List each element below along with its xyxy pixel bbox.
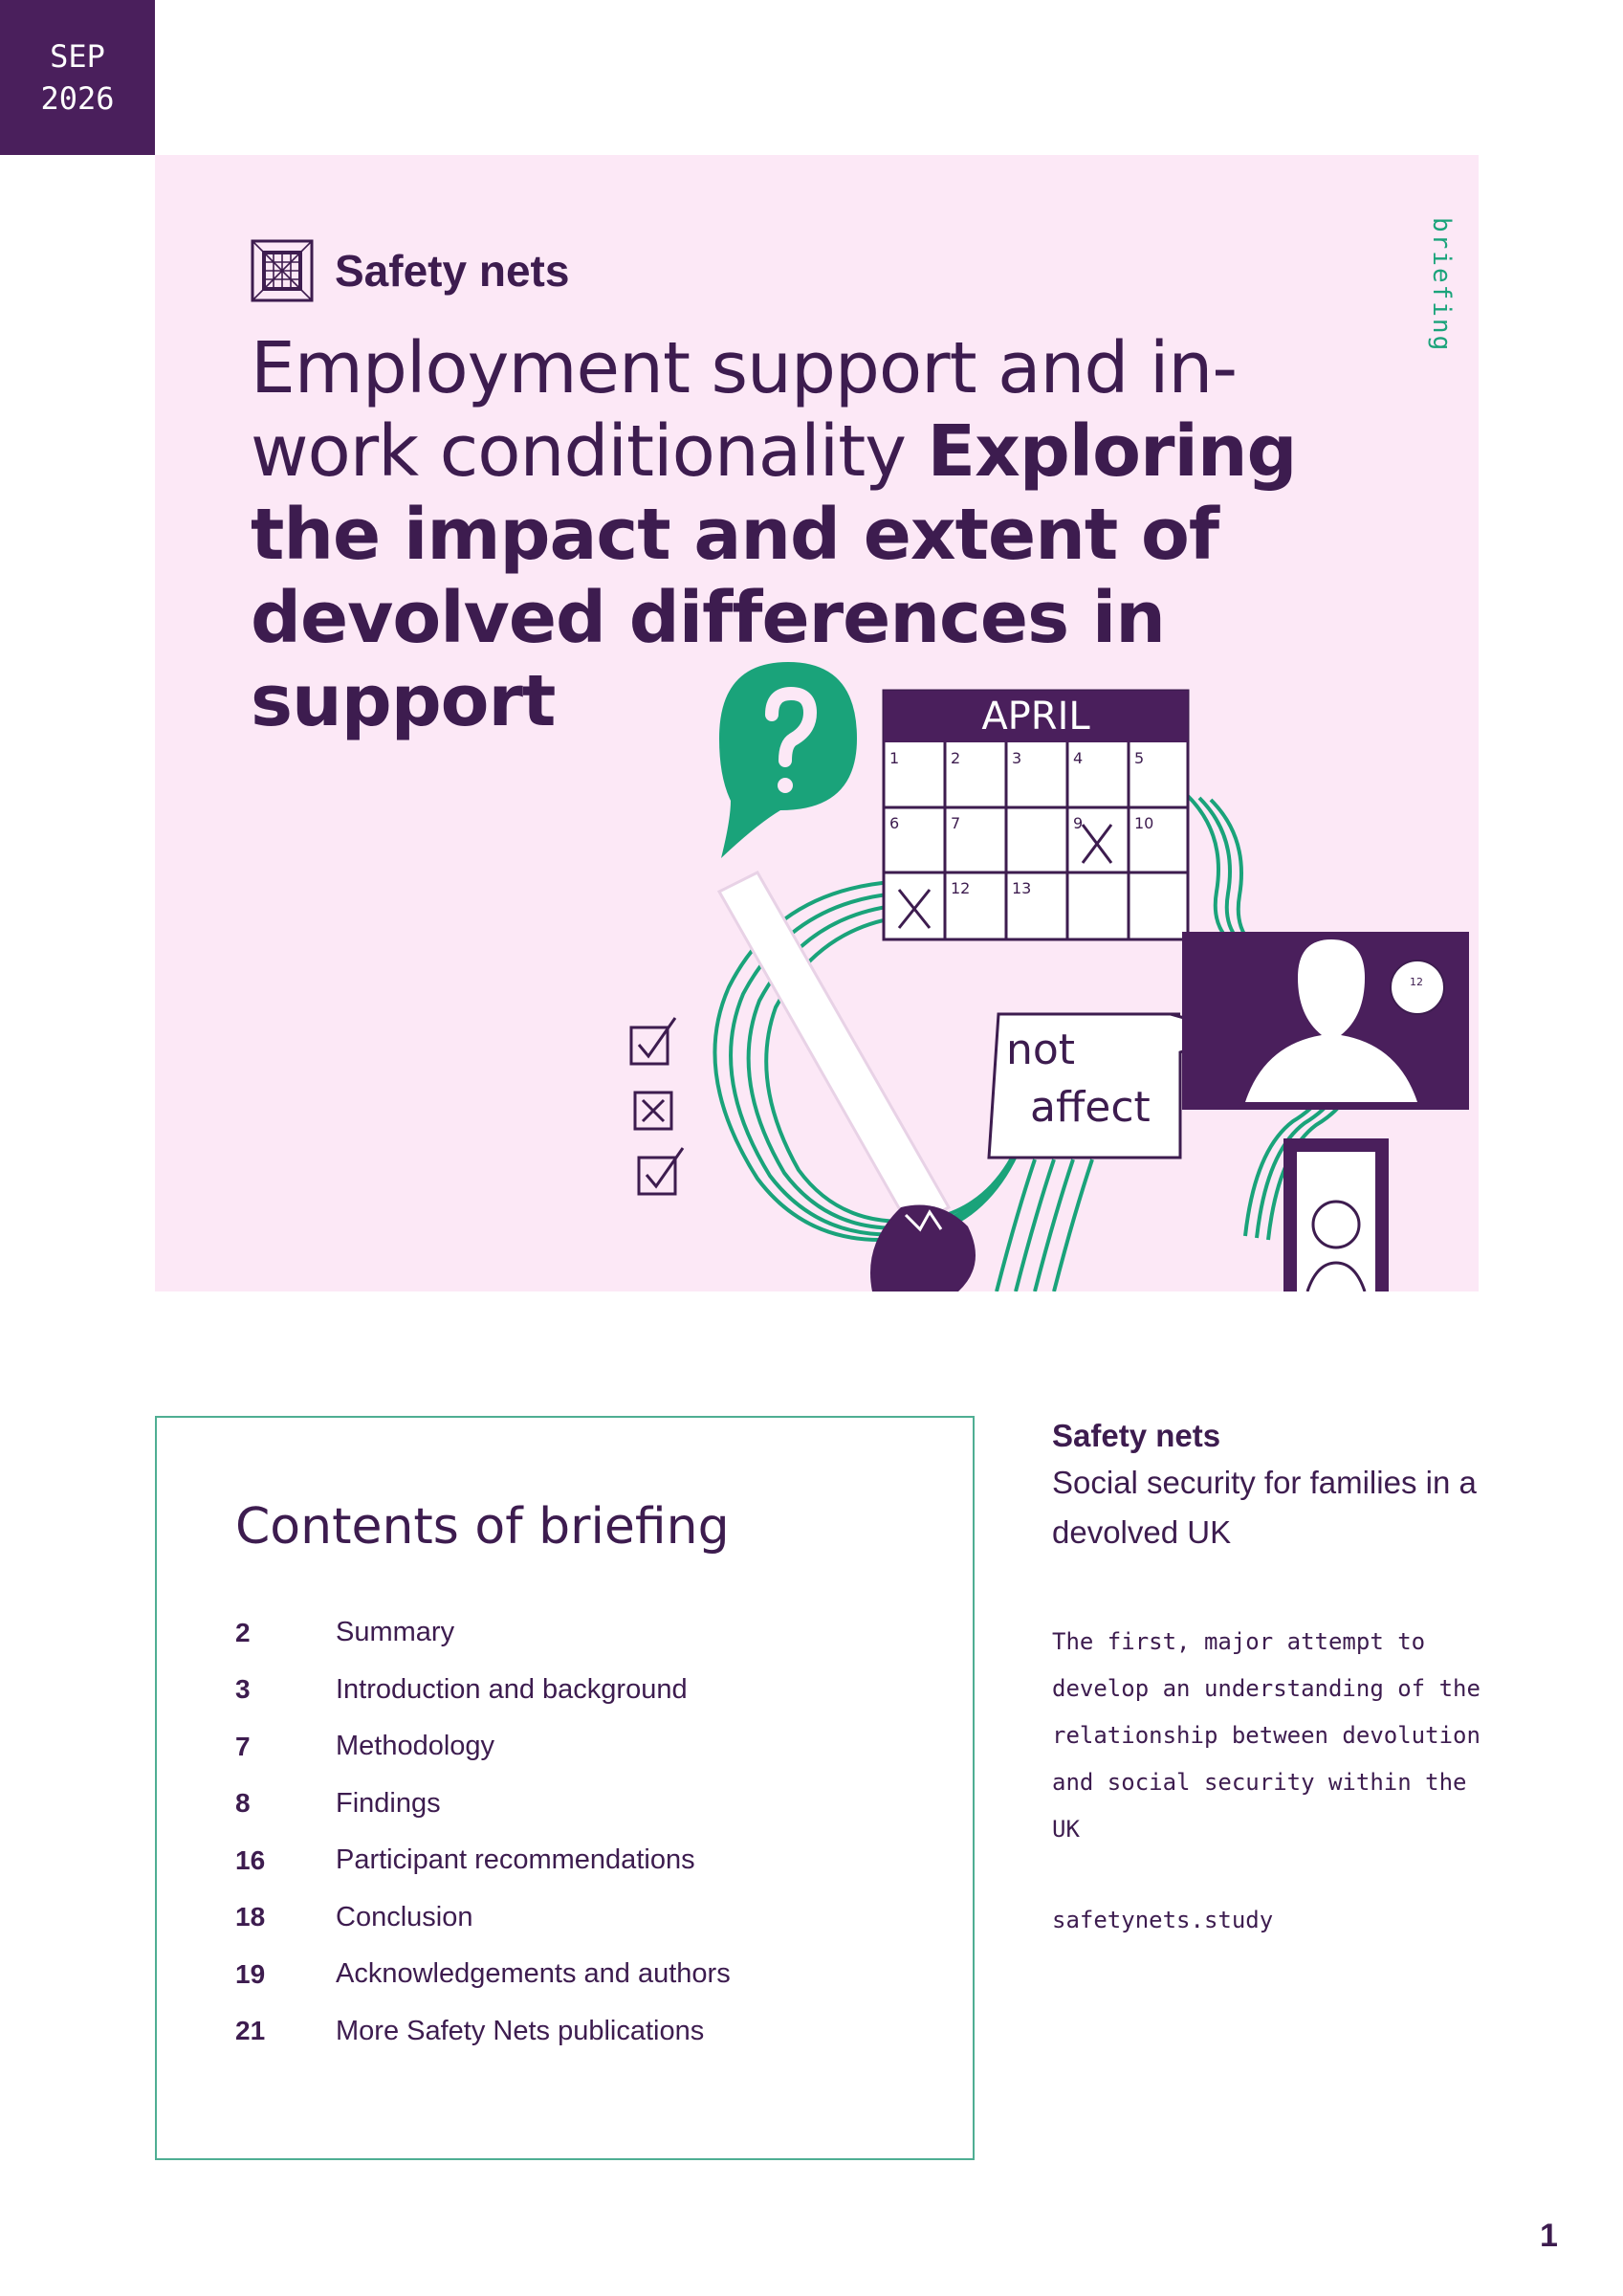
- date-tab: SEP 2026: [0, 0, 155, 155]
- toc-item[interactable]: 7 Methodology: [235, 1718, 731, 1776]
- svg-text:5: 5: [1134, 749, 1144, 767]
- toc-item[interactable]: 19 Acknowledgements and authors: [235, 1946, 731, 2003]
- video-call-icon: 12: [1182, 932, 1469, 1292]
- project-aside: Safety nets Social security for families…: [1052, 1414, 1530, 1933]
- toc-item[interactable]: 3 Introduction and background: [235, 1662, 731, 1719]
- toc-item[interactable]: 21 More Safety Nets publications: [235, 2003, 731, 2061]
- website-link[interactable]: safetynets.study: [1052, 1907, 1274, 1933]
- toc-page: 3: [235, 1674, 251, 1705]
- contents-box: Contents of briefing 2 Summary 3 Introduct…: [155, 1416, 975, 2160]
- page-number: 1: [1540, 2218, 1558, 2254]
- question-speech-bubble-icon: [719, 662, 857, 858]
- svg-text:9: 9: [1073, 814, 1083, 832]
- document-type-label: briefing: [1427, 217, 1456, 353]
- cover-illustration: APRIL 1 2 3 4 5 6 7 9: [629, 662, 1469, 1292]
- note-text-line2: affect: [1030, 1083, 1151, 1132]
- toc-page: 16: [235, 1844, 266, 1875]
- contents-heading: Contents of briefing: [235, 1498, 730, 1556]
- svg-text:13: 13: [1012, 879, 1031, 897]
- brand-row: Safety nets: [251, 239, 569, 302]
- cover-title-light: Employment support and in-work condition…: [251, 327, 1238, 493]
- brand-name: Safety nets: [335, 246, 570, 296]
- toc-item[interactable]: 2 Summary: [235, 1604, 731, 1662]
- svg-text:10: 10: [1134, 814, 1153, 832]
- toc-label: Methodology: [336, 1731, 495, 1762]
- toc-label: Introduction and background: [336, 1673, 688, 1705]
- toc-page: 18: [235, 1902, 266, 1932]
- clock-label: 12: [1410, 976, 1423, 988]
- toc-label: Findings: [336, 1787, 441, 1819]
- toc-item[interactable]: 18 Conclusion: [235, 1889, 731, 1947]
- toc-page: 19: [235, 1958, 266, 1989]
- toc-label: Conclusion: [336, 1901, 473, 1932]
- date-month: SEP: [50, 38, 105, 75]
- checkbox-list-icon: [629, 1017, 685, 1196]
- svg-text:6: 6: [889, 814, 899, 832]
- svg-text:4: 4: [1073, 749, 1083, 767]
- toc-label: Acknowledgements and authors: [336, 1958, 731, 1990]
- calendar-icon: APRIL 1 2 3 4 5 6 7 9: [882, 689, 1190, 941]
- toc-label: Participant recommendations: [336, 1844, 695, 1876]
- aside-title: Safety nets: [1052, 1418, 1221, 1453]
- toc-page: 7: [235, 1731, 251, 1761]
- svg-text:12: 12: [951, 879, 970, 897]
- note-card: not affect: [987, 1012, 1243, 1159]
- svg-text:3: 3: [1012, 749, 1021, 767]
- svg-text:7: 7: [951, 814, 960, 832]
- cover-title-bold: Exploring the impact and extent of devol…: [251, 410, 1298, 742]
- toc-page: 21: [235, 2016, 266, 2046]
- toc-label: More Safety Nets publications: [336, 2015, 705, 2046]
- cover-panel: APRIL 1 2 3 4 5 6 7 9: [155, 155, 1479, 1292]
- toc-page: 8: [235, 1788, 251, 1819]
- toc-label: Summary: [336, 1617, 455, 1648]
- note-text-line1: not: [1006, 1026, 1075, 1074]
- toc-item[interactable]: 8 Findings: [235, 1776, 731, 1833]
- cover-title: Employment support and in-work condition…: [251, 327, 1398, 743]
- svg-text:1: 1: [889, 749, 899, 767]
- safety-net-logo-icon: [251, 239, 314, 302]
- toc-page: 2: [235, 1617, 251, 1647]
- aside-blurb: The first, major attempt to develop an u…: [1052, 1628, 1480, 1843]
- calendar-month-label: APRIL: [981, 695, 1090, 739]
- svg-text:2: 2: [951, 749, 960, 767]
- aside-subtitle: Social security for families in a devolv…: [1052, 1465, 1477, 1550]
- date-year: 2026: [40, 80, 115, 117]
- pencil-icon: [716, 871, 976, 1292]
- toc-item[interactable]: 16 Participant recommendations: [235, 1832, 731, 1889]
